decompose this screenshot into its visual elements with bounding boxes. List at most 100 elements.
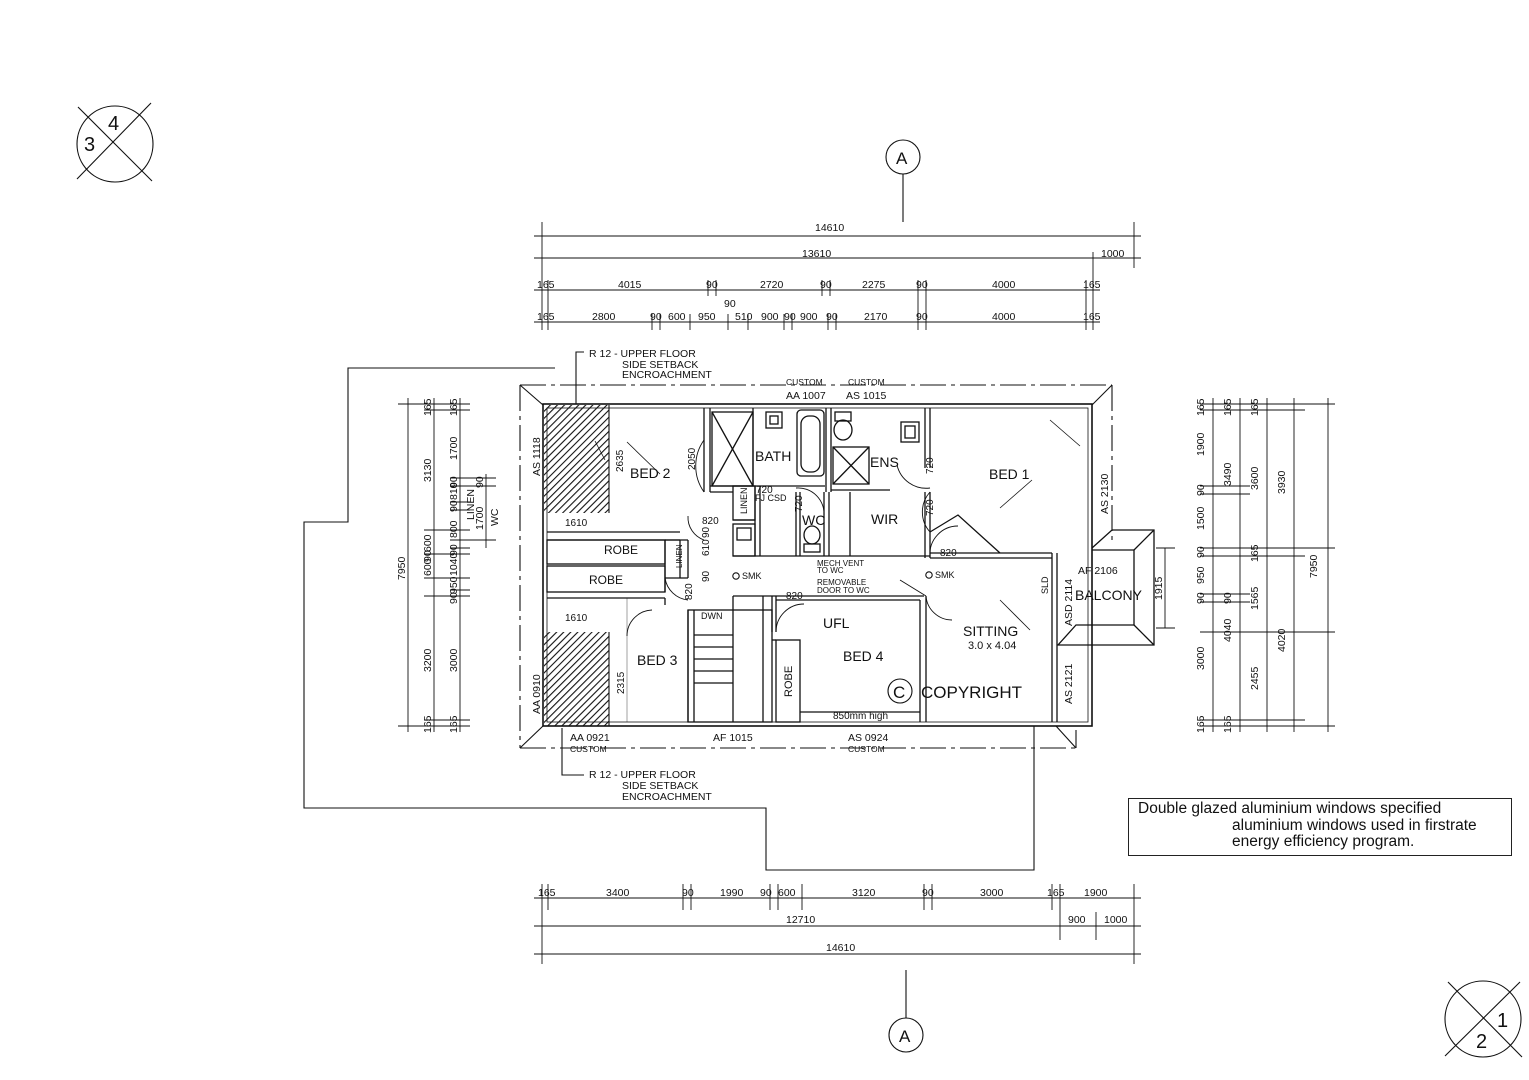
svg-text:1040: 1040 <box>448 552 460 576</box>
linen-hall: LINEN <box>675 544 684 568</box>
svg-text:3000: 3000 <box>1195 646 1207 670</box>
room-bed2: BED 2 <box>630 465 671 481</box>
svg-text:165: 165 <box>1222 398 1234 416</box>
svg-text:4000: 4000 <box>992 279 1016 291</box>
svg-text:165: 165 <box>1222 715 1234 733</box>
svg-text:2275: 2275 <box>862 279 886 291</box>
svg-text:900: 900 <box>761 311 779 323</box>
svg-text:90: 90 <box>826 311 838 323</box>
svg-text:1915: 1915 <box>1153 576 1165 600</box>
svg-text:14610: 14610 <box>815 222 844 234</box>
svg-text:1610: 1610 <box>565 518 588 529</box>
svg-text:90: 90 <box>760 887 772 899</box>
svg-text:1000: 1000 <box>1104 914 1128 926</box>
window-spec-note: Double glazed aluminium windows specifie… <box>1128 798 1512 856</box>
window-af2106: AF 2106 <box>1078 565 1118 577</box>
top-dimensions <box>534 222 1141 330</box>
svg-text:R 12 - UPPER FLOOR: R 12 - UPPER FLOOR <box>589 348 696 360</box>
svg-text:165: 165 <box>1083 279 1101 291</box>
svg-text:600: 600 <box>422 558 434 576</box>
mech-vent-to-wc: TO WC <box>817 566 844 575</box>
svg-text:950: 950 <box>1195 566 1207 584</box>
svg-text:600: 600 <box>668 311 686 323</box>
bottom-dimensions <box>534 884 1141 964</box>
svg-text:90: 90 <box>1222 592 1234 604</box>
svg-text:3400: 3400 <box>606 887 630 899</box>
copyright-stamp: C COPYRIGHT <box>887 678 1022 704</box>
svg-text:90: 90 <box>448 544 460 556</box>
svg-text:165: 165 <box>1083 311 1101 323</box>
svg-text:90: 90 <box>916 311 928 323</box>
svg-text:165: 165 <box>1249 544 1261 562</box>
window-as1118: AS 1118 <box>531 437 543 476</box>
svg-text:1565: 1565 <box>1249 586 1261 610</box>
svg-text:ENCROACHMENT: ENCROACHMENT <box>622 369 712 381</box>
svg-text:165: 165 <box>1047 887 1065 899</box>
svg-text:14610: 14610 <box>826 942 855 954</box>
room-wc: WC <box>802 512 825 528</box>
section-label-bottom: A <box>899 1027 911 1046</box>
room-sitting-size: 3.0 x 4.04 <box>968 640 1016 652</box>
svg-text:1900: 1900 <box>1084 887 1108 899</box>
svg-text:90: 90 <box>682 887 694 899</box>
svg-text:720: 720 <box>925 457 936 474</box>
section-label-top: A <box>896 149 908 168</box>
svg-text:165: 165 <box>448 398 460 416</box>
svg-text:720: 720 <box>794 495 805 512</box>
bottom-dimension-labels: 165 3400 90 1990 90 600 3120 90 3000 165… <box>538 887 1128 954</box>
robe-bed4: ROBE <box>783 666 795 697</box>
svg-text:1610: 1610 <box>565 613 588 624</box>
svg-text:1990: 1990 <box>720 887 744 899</box>
window-aa1007: AA 1007 <box>786 390 826 402</box>
note-line-1: Double glazed aluminium windows specifie… <box>1138 800 1442 817</box>
section-marker-top <box>885 139 921 222</box>
elev-label-2: 2 <box>1476 1031 1487 1053</box>
svg-text:610: 610 <box>701 539 712 556</box>
window-as0924: AS 0924 <box>848 732 888 744</box>
svg-text:950: 950 <box>698 311 716 323</box>
room-balcony: BALCONY <box>1075 587 1143 603</box>
stair-down: DWN <box>701 611 723 621</box>
svg-text:165: 165 <box>537 279 555 291</box>
sld-door: SLD <box>1040 576 1050 594</box>
svg-text:600: 600 <box>422 534 434 552</box>
window-as2121: AS 2121 <box>1063 664 1075 704</box>
svg-text:3000: 3000 <box>448 648 460 672</box>
window-as0924-custom: CUSTOM <box>848 744 885 754</box>
elevation-marker-top-left <box>76 102 154 183</box>
fj-csd: FJ CSD <box>755 493 787 503</box>
svg-text:950: 950 <box>448 576 460 594</box>
svg-text:90: 90 <box>922 887 934 899</box>
note-line-3: energy efficiency program. <box>1232 833 1415 850</box>
svg-text:WC: WC <box>489 508 501 526</box>
svg-text:3490: 3490 <box>1222 462 1234 486</box>
svg-text:90: 90 <box>706 279 718 291</box>
room-wir: WIR <box>871 511 898 527</box>
svg-text:3000: 3000 <box>980 887 1004 899</box>
svg-text:1500: 1500 <box>1195 506 1207 530</box>
svg-text:720: 720 <box>925 499 936 516</box>
850-high-note: 850mm high <box>833 711 888 722</box>
svg-text:2720: 2720 <box>760 279 784 291</box>
svg-text:2315: 2315 <box>616 671 627 694</box>
svg-text:12710: 12710 <box>786 914 815 926</box>
svg-text:90: 90 <box>701 570 712 582</box>
section-marker-bottom <box>888 970 924 1053</box>
svg-text:90: 90 <box>1195 484 1207 496</box>
linen-cupboard: LINEN <box>739 487 749 514</box>
svg-text:165: 165 <box>1195 398 1207 416</box>
room-ens: ENS <box>870 454 899 470</box>
elev-label-4: 4 <box>108 113 119 135</box>
svg-text:3130: 3130 <box>422 458 434 482</box>
svg-text:7950: 7950 <box>396 556 408 580</box>
svg-text:900: 900 <box>1068 914 1086 926</box>
elev-label-3: 3 <box>84 134 95 156</box>
elev-label-1: 1 <box>1497 1010 1508 1032</box>
svg-text:3600: 3600 <box>1249 466 1261 490</box>
svg-text:4020: 4020 <box>1276 628 1288 652</box>
svg-text:90: 90 <box>701 526 712 538</box>
svg-text:2050: 2050 <box>687 447 698 470</box>
svg-text:165: 165 <box>1195 715 1207 733</box>
svg-text:2455: 2455 <box>1249 666 1261 690</box>
